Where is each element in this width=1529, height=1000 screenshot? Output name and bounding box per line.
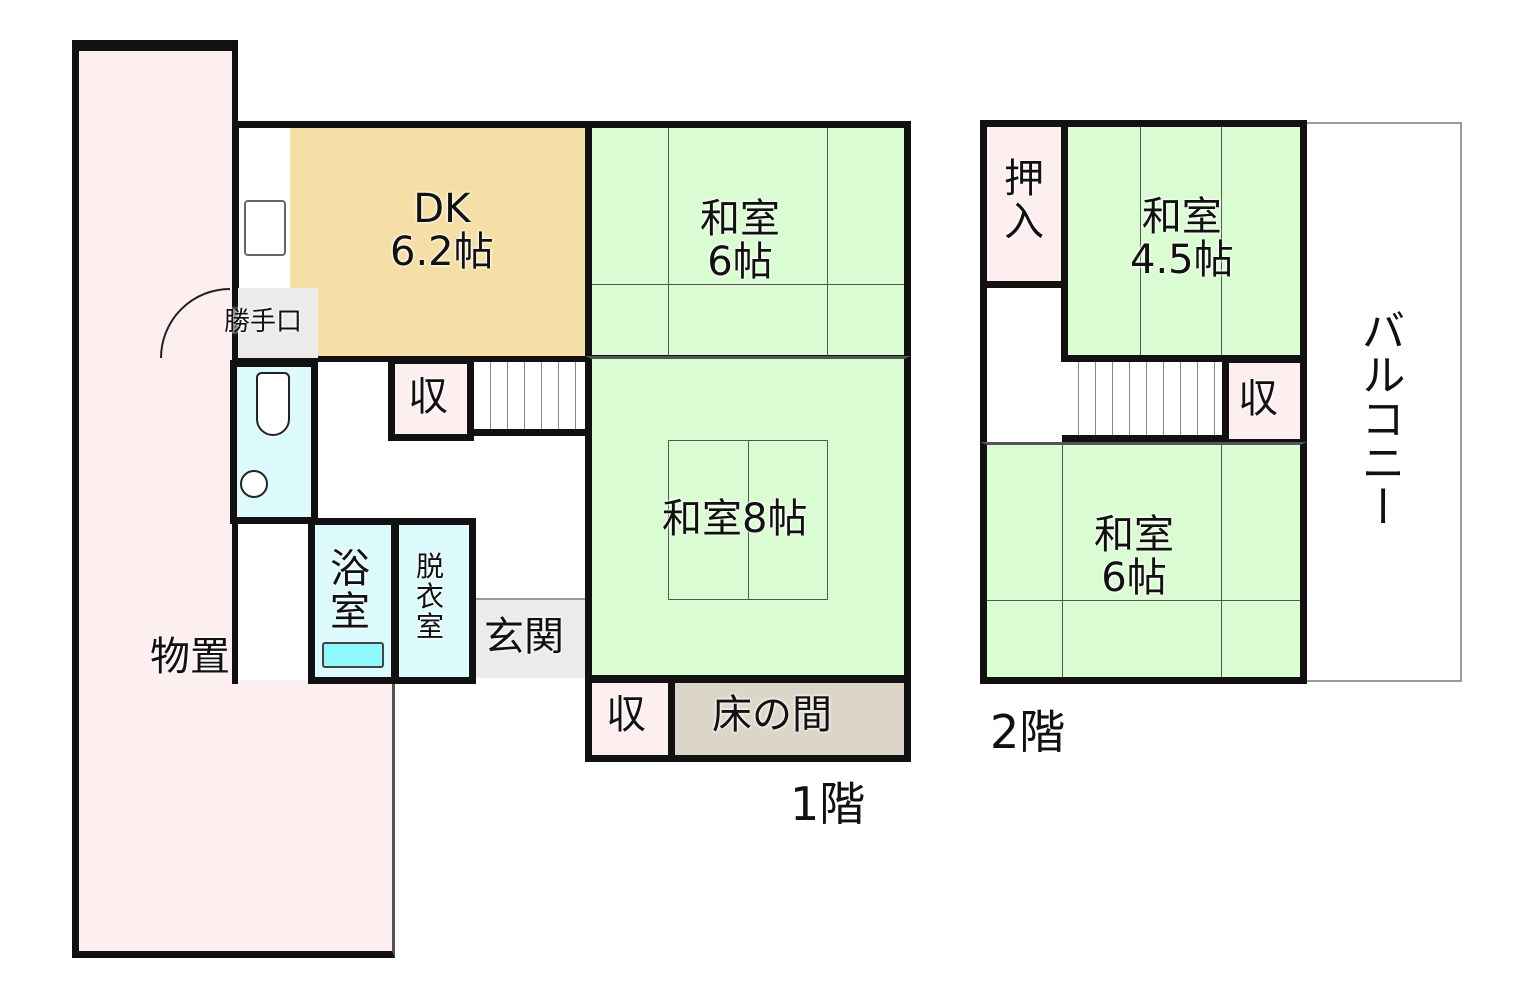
bath-char: 室	[330, 589, 370, 636]
dk-name: DK	[413, 186, 471, 232]
kitchen-sink-icon	[244, 200, 286, 256]
bathroom-label: 浴室	[330, 546, 370, 636]
tatami-lines	[987, 600, 1300, 601]
sink-icon	[240, 470, 268, 498]
storage-room-lower	[150, 680, 395, 958]
oshiire-char: 入	[1004, 199, 1044, 246]
toilet-icon	[256, 372, 290, 436]
closet-1f	[388, 357, 474, 441]
room-name: 和室	[1094, 512, 1174, 558]
tatami-lines	[748, 440, 749, 600]
closet-2f-label: 収	[1238, 376, 1278, 422]
closet-1f-label: 収	[408, 374, 448, 420]
dressing-char: 衣	[416, 580, 445, 614]
outer-wall-top	[72, 40, 238, 47]
bathtub-icon	[322, 642, 384, 668]
room-size: 6帖	[707, 239, 773, 286]
back-door-label: 勝手口	[224, 307, 303, 337]
room-name: 和室	[1141, 194, 1222, 240]
closet-bottom	[585, 676, 675, 762]
oshiire-label: 押入	[1004, 156, 1044, 246]
room-size: 6帖	[1101, 555, 1167, 602]
bath-char: 浴	[330, 546, 370, 592]
washitsu-6-2f	[980, 442, 1307, 684]
tatami-lines	[1062, 445, 1222, 677]
dk-size: 6.2帖	[390, 229, 494, 276]
dk-floor	[290, 128, 585, 356]
room-size: 4.5帖	[1130, 237, 1234, 284]
dressing-room	[392, 518, 476, 684]
entrance	[476, 598, 586, 678]
tatami-lines	[1140, 127, 1222, 355]
tatami-lines	[592, 284, 904, 285]
washitsu-8-label: 和室8帖	[662, 496, 808, 542]
balcony-label: バルコニー	[1353, 308, 1405, 528]
dressing-char: 脱	[416, 550, 445, 583]
washitsu-4-5	[1061, 120, 1307, 362]
oshiire-char: 押	[1004, 156, 1044, 202]
closet-bottom-label: 収	[606, 692, 646, 738]
floor2-label: 2階	[990, 705, 1066, 759]
tatami-lines	[668, 128, 828, 356]
back-door-area	[238, 288, 318, 358]
staircase-2f	[1062, 362, 1222, 442]
dressing-label: 脱衣室	[416, 550, 445, 644]
tokonoma-label: 床の間	[712, 692, 832, 738]
entrance-label: 玄関	[484, 614, 564, 660]
washitsu-6-1f	[585, 121, 911, 362]
dressing-char: 室	[416, 610, 445, 644]
storage-label: 物置	[150, 634, 230, 680]
floor1-label: 1階	[790, 777, 866, 831]
room-name: 和室	[700, 196, 780, 242]
staircase-1f	[474, 362, 586, 436]
tokonoma	[672, 676, 911, 762]
